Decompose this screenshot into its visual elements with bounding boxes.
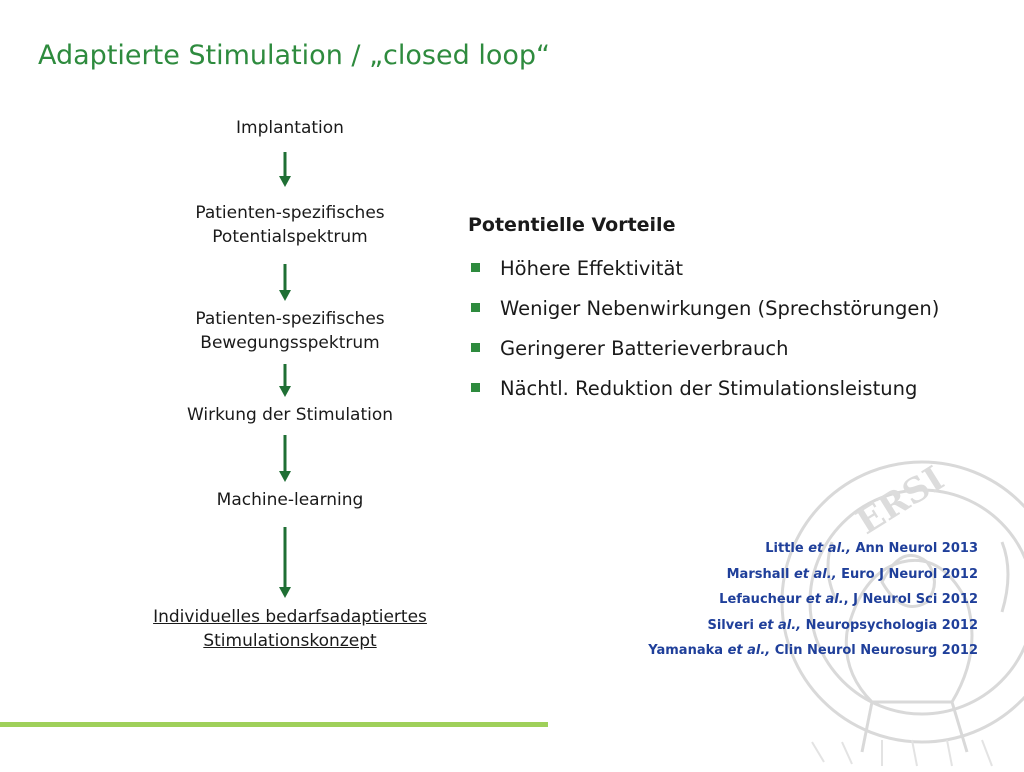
flow-step-potentialspektrum: Patienten-spezifisches Potentialspektrum (140, 201, 440, 249)
university-seal-watermark: ERSI (752, 452, 1024, 772)
seal-icon: ERSI (780, 459, 1024, 767)
reference-author: Silveri (707, 617, 754, 633)
reference-etal: et al. (805, 592, 844, 608)
advantages-heading: Potentielle Vorteile (468, 214, 676, 236)
flow-step-line: Bewegungsspektrum (200, 333, 380, 353)
reference-item: Silveri et al., Neuropsychologia 2012 (648, 615, 978, 641)
advantage-text: Nächtl. Reduktion der Stimulationsleistu… (500, 377, 918, 400)
down-arrow-icon (279, 527, 291, 598)
flow-step-implantation: Implantation (140, 116, 440, 140)
flow-step-line: Wirkung der Stimulation (186, 405, 394, 425)
references: Little et al., Ann Neurol 2013 Marshall … (648, 538, 978, 666)
reference-item: Yamanaka et al., Clin Neurol Neurosurg 2… (648, 640, 978, 666)
down-arrow-icon (279, 435, 291, 482)
square-bullet-icon (471, 263, 480, 272)
reference-source: Clin Neurol Neurosurg 2012 (774, 643, 978, 659)
reference-author: Yamanaka (648, 643, 724, 659)
flow-arrow-5 (277, 527, 293, 599)
flow-arrow-3 (277, 364, 293, 398)
square-bullet-icon (471, 303, 480, 312)
square-bullet-icon (471, 383, 480, 392)
reference-author: Little (765, 541, 804, 556)
flow-step-line: Patienten-spezifisches (195, 309, 385, 329)
footer-accent-bar (0, 722, 548, 727)
advantage-item: Geringerer Batterieverbrauch (468, 334, 939, 374)
reference-item: Marshall et al., Euro J Neurol 2012 (648, 564, 978, 590)
reference-etal: et al., (808, 541, 851, 556)
down-arrow-icon (279, 364, 291, 397)
reference-author: Lefaucheur (719, 592, 802, 608)
square-bullet-icon (471, 343, 480, 352)
flow-step-machine-learning: Machine-learning (140, 488, 440, 512)
flow-step-wirkung: Wirkung der Stimulation (140, 403, 440, 427)
reference-source: Euro J Neurol 2012 (841, 566, 978, 582)
reference-item: Little et al., Ann Neurol 2013 (648, 538, 978, 564)
flow-arrow-2 (277, 264, 293, 302)
flow-step-line: Machine-learning (216, 490, 364, 510)
advantage-text: Höhere Effektivität (500, 257, 684, 280)
flow-step-bewegungsspektrum: Patienten-spezifisches Bewegungsspektrum (140, 307, 440, 355)
reference-etal: et al., (758, 617, 802, 633)
reference-etal: et al., (727, 643, 771, 659)
reference-author: Marshall (726, 566, 790, 582)
flow-step-line: Stimulationskonzept (203, 631, 377, 651)
flow-arrow-4 (277, 435, 293, 483)
reference-item: Lefaucheur et al., J Neurol Sci 2012 (648, 589, 978, 615)
advantages-list: Höhere Effektivität Weniger Nebenwirkung… (468, 254, 939, 414)
advantage-item: Weniger Nebenwirkungen (Sprechstörungen) (468, 294, 939, 334)
flow-step-line: Individuelles bedarfsadaptiertes (153, 607, 427, 627)
seal-legend-text: ERSI (850, 459, 951, 543)
flow-step-line: Potentialspektrum (212, 227, 368, 247)
down-arrow-icon (279, 152, 291, 187)
reference-source: Neuropsychologia 2012 (805, 617, 978, 633)
reference-etal: et al., (793, 566, 837, 582)
flow-step-line: Patienten-spezifisches (195, 203, 385, 223)
flow-arrow-1 (277, 152, 293, 188)
slide-title: Adaptierte Stimulation / „closed loop“ (38, 40, 550, 71)
advantage-text: Geringerer Batterieverbrauch (500, 337, 789, 360)
flow-step-stimulationskonzept: Individuelles bedarfsadaptiertes Stimula… (140, 605, 440, 653)
advantage-item: Höhere Effektivität (468, 254, 939, 294)
flow-step-line: Implantation (236, 118, 344, 138)
reference-source: , J Neurol Sci 2012 (843, 592, 978, 608)
advantage-item: Nächtl. Reduktion der Stimulationsleistu… (468, 374, 939, 414)
advantage-text: Weniger Nebenwirkungen (Sprechstörungen) (500, 297, 940, 320)
reference-source: Ann Neurol 2013 (855, 541, 978, 556)
down-arrow-icon (279, 264, 291, 301)
